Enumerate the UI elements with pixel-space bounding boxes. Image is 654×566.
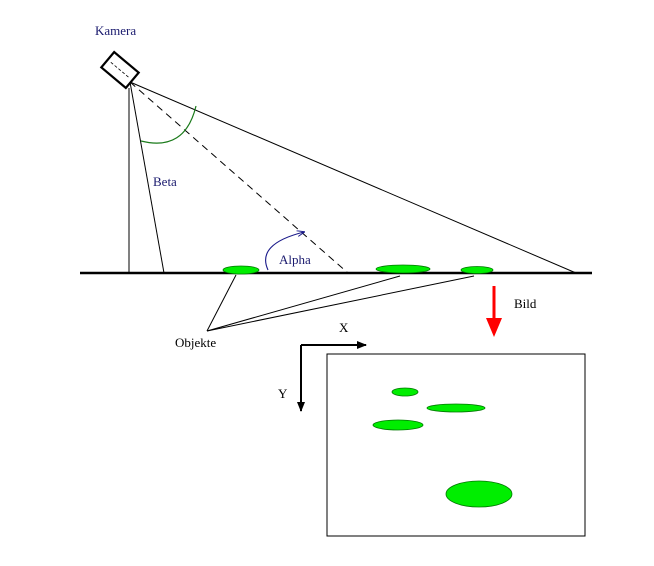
image-arrow [486,286,502,337]
image-object-2 [426,403,486,413]
image-label: Bild [514,296,537,311]
fov-far-ray [129,81,577,274]
objects-label: Objekte [175,335,216,350]
x-axis-label: X [339,320,349,335]
objects-pointer-1 [206,274,237,332]
image-frame [326,353,586,537]
image-object-4 [445,480,513,508]
ground-object-2 [375,264,431,274]
beta-angle-arc [140,105,197,144]
camera-icon [99,50,141,90]
optical-axis [129,81,349,274]
objects-pointer-3 [206,275,475,332]
alpha-label: Alpha [279,252,311,267]
camera-label: Kamera [95,23,136,38]
objects-pointer-2 [206,275,401,332]
ground-object-3 [460,266,494,274]
ground-object-1 [222,265,260,275]
image-object-3 [372,419,424,431]
beta-label: Beta [153,174,177,189]
alpha-angle-arc [265,232,304,271]
y-axis-label: Y [278,386,288,401]
image-object-1 [391,387,419,397]
fov-near-ray [129,81,165,274]
